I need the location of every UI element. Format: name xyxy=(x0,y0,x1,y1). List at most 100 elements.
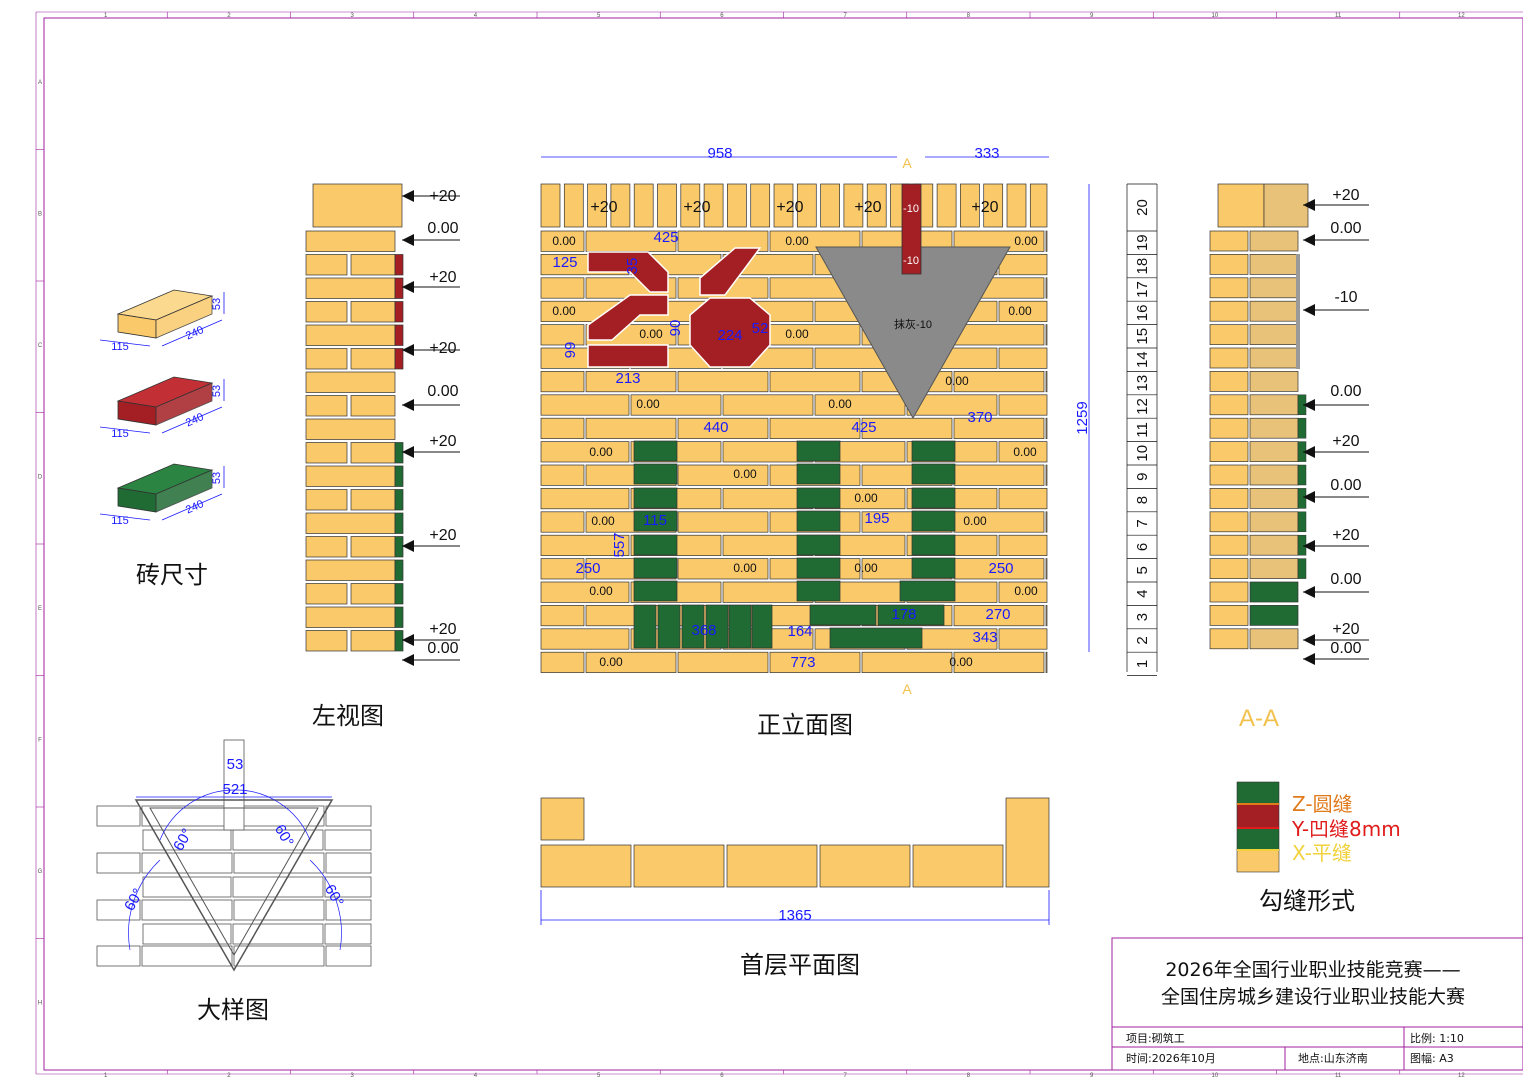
front-brick xyxy=(769,230,861,252)
green-brick xyxy=(911,534,956,556)
section-brick xyxy=(1209,605,1249,626)
green-brick xyxy=(796,487,841,509)
caption-detail: 大样图 xyxy=(197,996,269,1024)
green-brick xyxy=(633,534,678,556)
left-brick xyxy=(350,536,396,558)
dim-90: 90 xyxy=(667,320,684,337)
section-brick xyxy=(1209,394,1249,416)
dim-width: 115 xyxy=(111,515,129,527)
front-brick xyxy=(540,651,585,673)
grid-number: 8 xyxy=(967,13,971,19)
dim-250: 250 xyxy=(988,560,1013,577)
front-brick xyxy=(540,324,585,346)
row-number: 16 xyxy=(1134,305,1151,322)
minus-10-label: -10 xyxy=(903,203,919,215)
section-plaster-strip xyxy=(1296,254,1300,369)
grid-number: 2 xyxy=(227,13,231,19)
red-pattern xyxy=(699,247,762,296)
dim-425: 425 xyxy=(851,419,876,436)
red-column xyxy=(901,183,922,275)
left-level-label: +20 xyxy=(429,527,456,544)
left-joint-face xyxy=(394,512,404,534)
zero-level-label: 0.00 xyxy=(963,514,987,528)
section-face xyxy=(1297,511,1307,533)
green-brick xyxy=(705,604,729,649)
dim-270: 270 xyxy=(985,606,1010,623)
left-brick xyxy=(350,489,396,511)
green-brick xyxy=(633,510,678,532)
front-soldier-brick xyxy=(680,183,701,228)
front-soldier-brick xyxy=(843,183,864,228)
dim-width: 115 xyxy=(111,428,129,440)
front-brick xyxy=(1045,230,1048,252)
detail-brick xyxy=(141,899,233,921)
left-brick xyxy=(305,465,396,487)
front-brick xyxy=(998,581,1048,603)
caption-left-view: 左视图 xyxy=(312,702,384,730)
green-brick xyxy=(911,487,956,509)
front-soldier-brick xyxy=(983,183,1004,228)
section-face xyxy=(1297,417,1307,439)
arrow-head xyxy=(402,654,414,666)
green-brick xyxy=(899,580,956,602)
section-core xyxy=(1249,628,1299,650)
left-joint-face xyxy=(394,489,404,511)
left-brick xyxy=(350,254,396,276)
green-brick xyxy=(681,604,705,649)
grid-number: 10 xyxy=(1212,1073,1219,1078)
green-brick xyxy=(796,557,841,579)
grid-number: 5 xyxy=(597,1073,601,1078)
arrow-head xyxy=(1303,304,1315,316)
section-core xyxy=(1249,277,1299,299)
left-joint-face xyxy=(394,630,404,652)
front-brick xyxy=(540,558,585,580)
detail-triangle xyxy=(134,799,334,972)
green-brick xyxy=(633,463,678,485)
section-core xyxy=(1249,605,1299,626)
front-brick xyxy=(630,394,722,416)
grid-number: 11 xyxy=(1335,1073,1342,1078)
red-pattern xyxy=(587,251,669,293)
grid-number: 1 xyxy=(104,13,108,19)
section-level-label: +20 xyxy=(1332,621,1359,638)
row-number: 14 xyxy=(1134,351,1151,368)
section-face xyxy=(1297,488,1307,509)
title-block: 2026年全国行业职业技能竞赛—— 全国住房城乡建设行业职业技能大赛 项目:砌筑… xyxy=(1111,937,1523,1071)
dim-368: 368 xyxy=(691,622,716,639)
left-joint-face xyxy=(394,606,404,628)
brick-side-face xyxy=(155,295,213,339)
detail-brick xyxy=(233,852,325,874)
caption-brick-size: 砖尺寸 xyxy=(136,561,208,589)
row-number: 6 xyxy=(1134,543,1151,551)
minus-10-label: -10 xyxy=(903,255,919,267)
left-brick xyxy=(305,301,348,323)
section-brick xyxy=(1209,464,1249,486)
front-brick xyxy=(540,464,585,486)
legend-y: Y-凹缝8mm xyxy=(1291,817,1401,841)
green-brick xyxy=(796,534,841,556)
section-brick xyxy=(1209,558,1249,579)
green-brick xyxy=(877,604,945,626)
left-joint-face xyxy=(394,301,404,323)
green-brick xyxy=(911,510,956,532)
grid-letter: D xyxy=(38,474,43,480)
left-level-label: +20 xyxy=(429,269,456,286)
left-brick xyxy=(305,371,396,393)
section-level-label: +20 xyxy=(1332,433,1359,450)
grid-number: 12 xyxy=(1458,13,1465,19)
grid-number: 4 xyxy=(474,13,478,19)
front-brick xyxy=(998,534,1048,556)
section-core xyxy=(1249,558,1299,579)
left-joint-face xyxy=(394,536,404,558)
front-brick xyxy=(540,581,630,603)
detail-brick xyxy=(325,945,372,967)
zero-level-label: 0.00 xyxy=(636,397,660,411)
left-joint-face xyxy=(394,324,404,346)
green-brick xyxy=(633,604,657,649)
left-joint-face xyxy=(394,559,404,581)
zero-level-label: 0.00 xyxy=(552,304,576,318)
left-brick xyxy=(305,324,396,346)
front-brick xyxy=(1045,605,1048,627)
